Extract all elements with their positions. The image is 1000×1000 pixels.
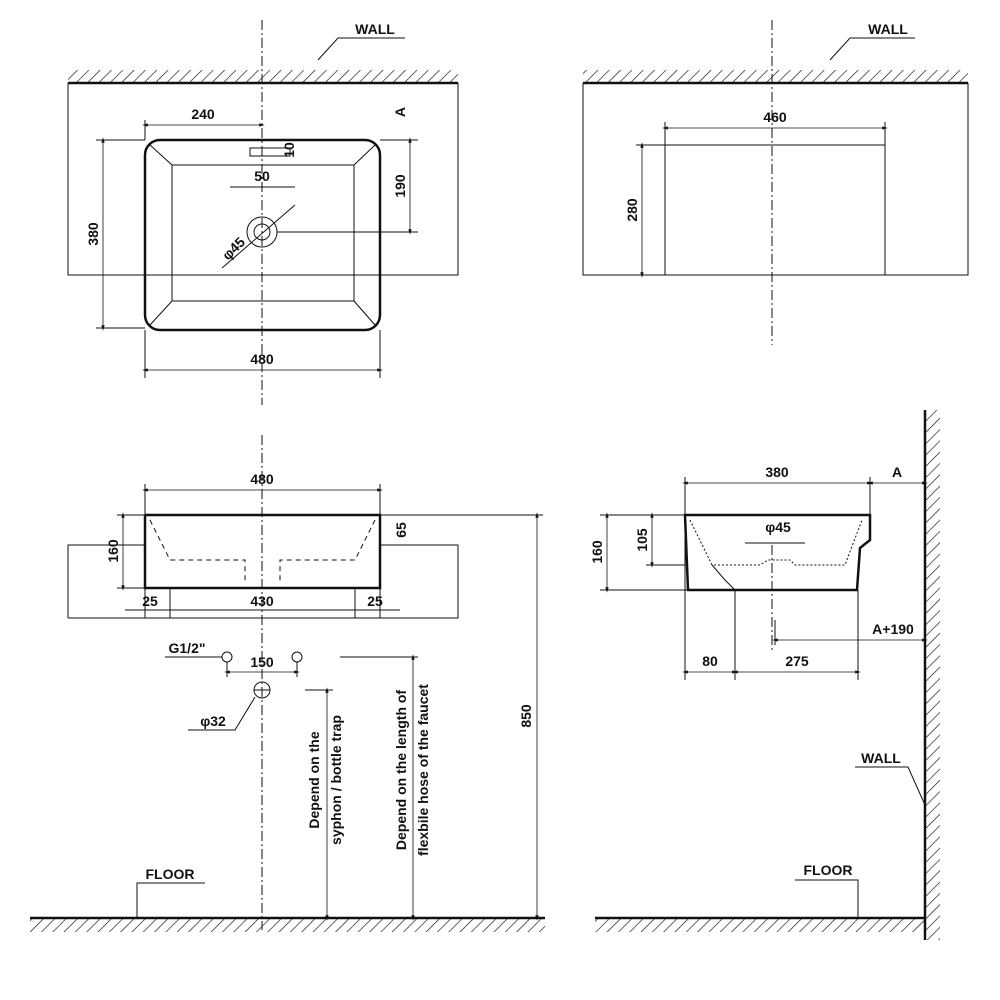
syphon-note-line2: syphon / bottle trap: [328, 715, 344, 845]
dim-a: A: [392, 107, 408, 117]
dim-160: 160: [589, 540, 605, 564]
floor-label: FLOOR: [804, 862, 853, 878]
water-inlet-left: [221, 651, 233, 663]
dim-65: 65: [393, 522, 409, 538]
wall-hatch: [68, 70, 458, 83]
plan-view: 240 480 380 190 A 10 50 φ45 WALL: [67, 20, 459, 405]
dim-150: 150: [250, 654, 274, 670]
dim-50: 50: [254, 168, 270, 184]
syphon-note-line1: Depend on the: [306, 731, 322, 828]
dim-a: A: [892, 464, 902, 480]
g12-label: G1/2": [169, 640, 206, 656]
overflow-slot: [249, 147, 291, 157]
wall-label: WALL: [868, 21, 908, 37]
dim-phi45: φ45: [765, 519, 791, 535]
basin-front: [664, 144, 886, 275]
dim-25-right: 25: [367, 593, 383, 609]
dim-a-plus-190: A+190: [872, 621, 914, 637]
basin-bowl: [171, 164, 355, 302]
hose-note-line2: flexbile hose of the faucet: [415, 684, 431, 856]
dim-phi45: φ45: [219, 234, 249, 264]
dim-80: 80: [702, 653, 718, 669]
dim-480: 480: [250, 471, 274, 487]
dim-850: 850: [518, 704, 534, 728]
dim-430: 430: [250, 593, 274, 609]
dim-380: 380: [765, 464, 789, 480]
water-inlet-right: [291, 651, 303, 663]
dim-240: 240: [191, 106, 215, 122]
counter-outline: [67, 83, 459, 276]
dim-190: 190: [392, 174, 408, 198]
phi32-label: φ32: [200, 713, 226, 729]
dim-280: 280: [624, 198, 640, 222]
dim-105: 105: [634, 528, 650, 552]
elevation-view: 480 160 65 25 430 25 G1/2" 150 φ32 Depen…: [30, 435, 545, 932]
wall-label: WALL: [861, 750, 901, 766]
section-view: 380 A 160 105 φ45 A+190 80 275 WALL FLOO…: [589, 410, 940, 940]
dim-160: 160: [105, 539, 121, 563]
dim-275: 275: [785, 653, 809, 669]
floor-label: FLOOR: [146, 866, 195, 882]
dim-380: 380: [85, 222, 101, 246]
dim-10: 10: [281, 142, 297, 158]
dim-460: 460: [763, 109, 787, 125]
dim-480: 480: [250, 351, 274, 367]
dim-25-left: 25: [142, 593, 158, 609]
hose-note-line1: Depend on the length of: [393, 690, 409, 851]
wall-label: WALL: [355, 21, 395, 37]
front-view: 460 280 WALL: [582, 20, 969, 345]
